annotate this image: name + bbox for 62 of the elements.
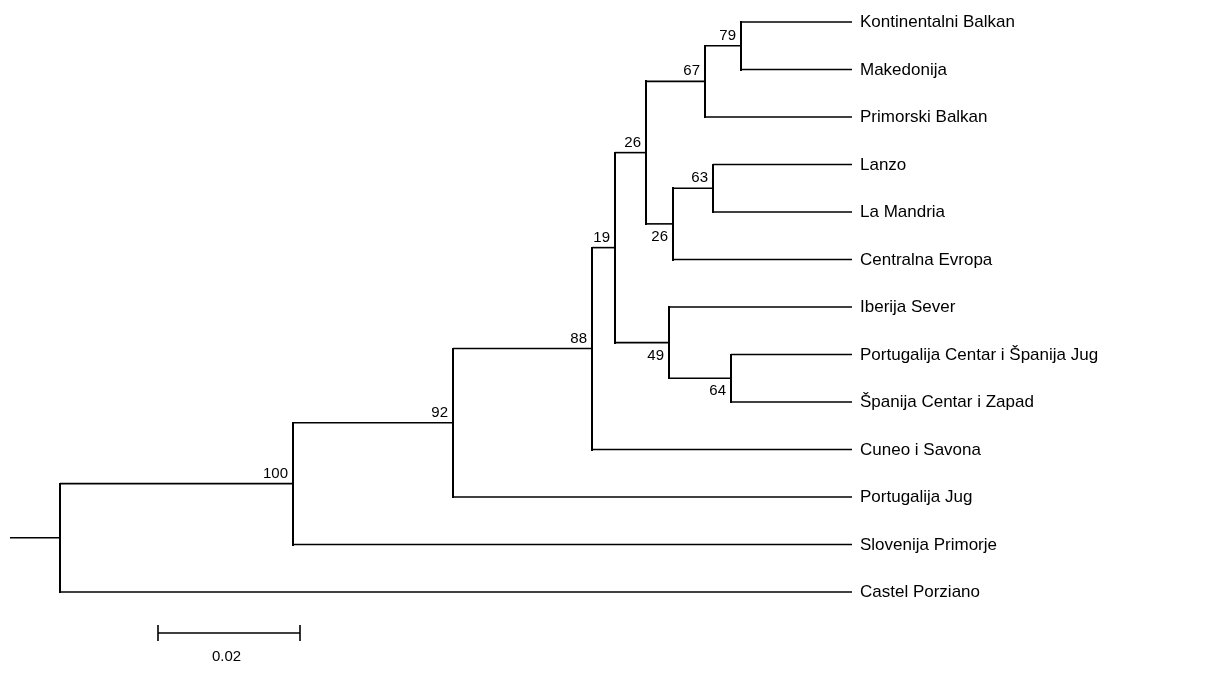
branch-junction-line [704,44,706,118]
branch-line [591,246,615,249]
branch-line [614,341,669,344]
branch-line [292,421,453,424]
scale-value: 0.02 [212,647,242,664]
taxon-label: Portugalija Jug [852,487,973,507]
branch-line [730,353,853,356]
bootstrap-value: 26 [651,227,668,244]
branch-junction-line [730,353,732,403]
taxon-label: Španija Centar i Zapad [852,392,1034,412]
taxon-label: Slovenija Primorje [852,534,997,555]
branch-line [712,211,853,213]
branch-line [704,116,853,118]
bootstrap-value: 19 [593,228,610,245]
branch-junction-line [59,482,61,593]
bootstrap-value: 63 [691,169,708,186]
bootstrap-value: 64 [709,382,726,399]
branch-junction-line [672,187,674,261]
branch-junction-line [668,306,670,380]
branch-junction-line [712,163,714,213]
branch-junction-line [614,151,616,344]
branch-line [645,223,673,225]
branch-line [59,591,853,593]
branch-junction-line [292,421,294,546]
branch-line [452,347,592,350]
branch-line [591,448,853,451]
branch-line [645,80,705,83]
bootstrap-value: 88 [570,329,587,346]
branch-junction-line [645,80,647,225]
branch-line [672,258,853,261]
branch-line [9,537,60,539]
taxon-label: Castel Porziano [852,582,980,602]
taxon-label: Primorski Balkan [852,107,988,127]
branch-line [740,21,853,23]
taxon-label: Kontinentalni Balkan [852,12,1015,32]
branch-junction-line [591,246,593,451]
branch-junction-line [740,21,742,71]
taxon-label: La Mandria [852,202,946,222]
branch-line [292,543,853,546]
taxon-label: Centralna Evropa [852,249,993,270]
taxon-label: Makedonija [852,59,947,80]
taxon-label: Cuneo i Savona [852,439,981,460]
branch-junction-line [452,347,454,498]
branch-line [672,187,713,190]
branch-line [614,151,646,154]
branch-line [59,482,293,485]
branch-line [668,306,853,308]
branch-line [712,163,853,166]
branch-line [452,496,853,498]
branch-line [704,44,741,47]
branch-line [668,377,731,380]
bootstrap-value: 100 [262,464,288,481]
bootstrap-value: 26 [624,133,641,150]
taxon-label: Iberija Sever [852,297,956,317]
taxon-label: Lanzo [852,154,907,175]
taxon-label: Portugalija Centar i Španija Jug [852,344,1099,365]
bootstrap-value: 67 [683,62,700,79]
bootstrap-value: 49 [647,346,664,363]
bootstrap-value: 92 [431,403,448,420]
bootstrap-value: 79 [719,26,736,43]
branch-line [740,68,853,71]
branch-line [730,401,853,403]
